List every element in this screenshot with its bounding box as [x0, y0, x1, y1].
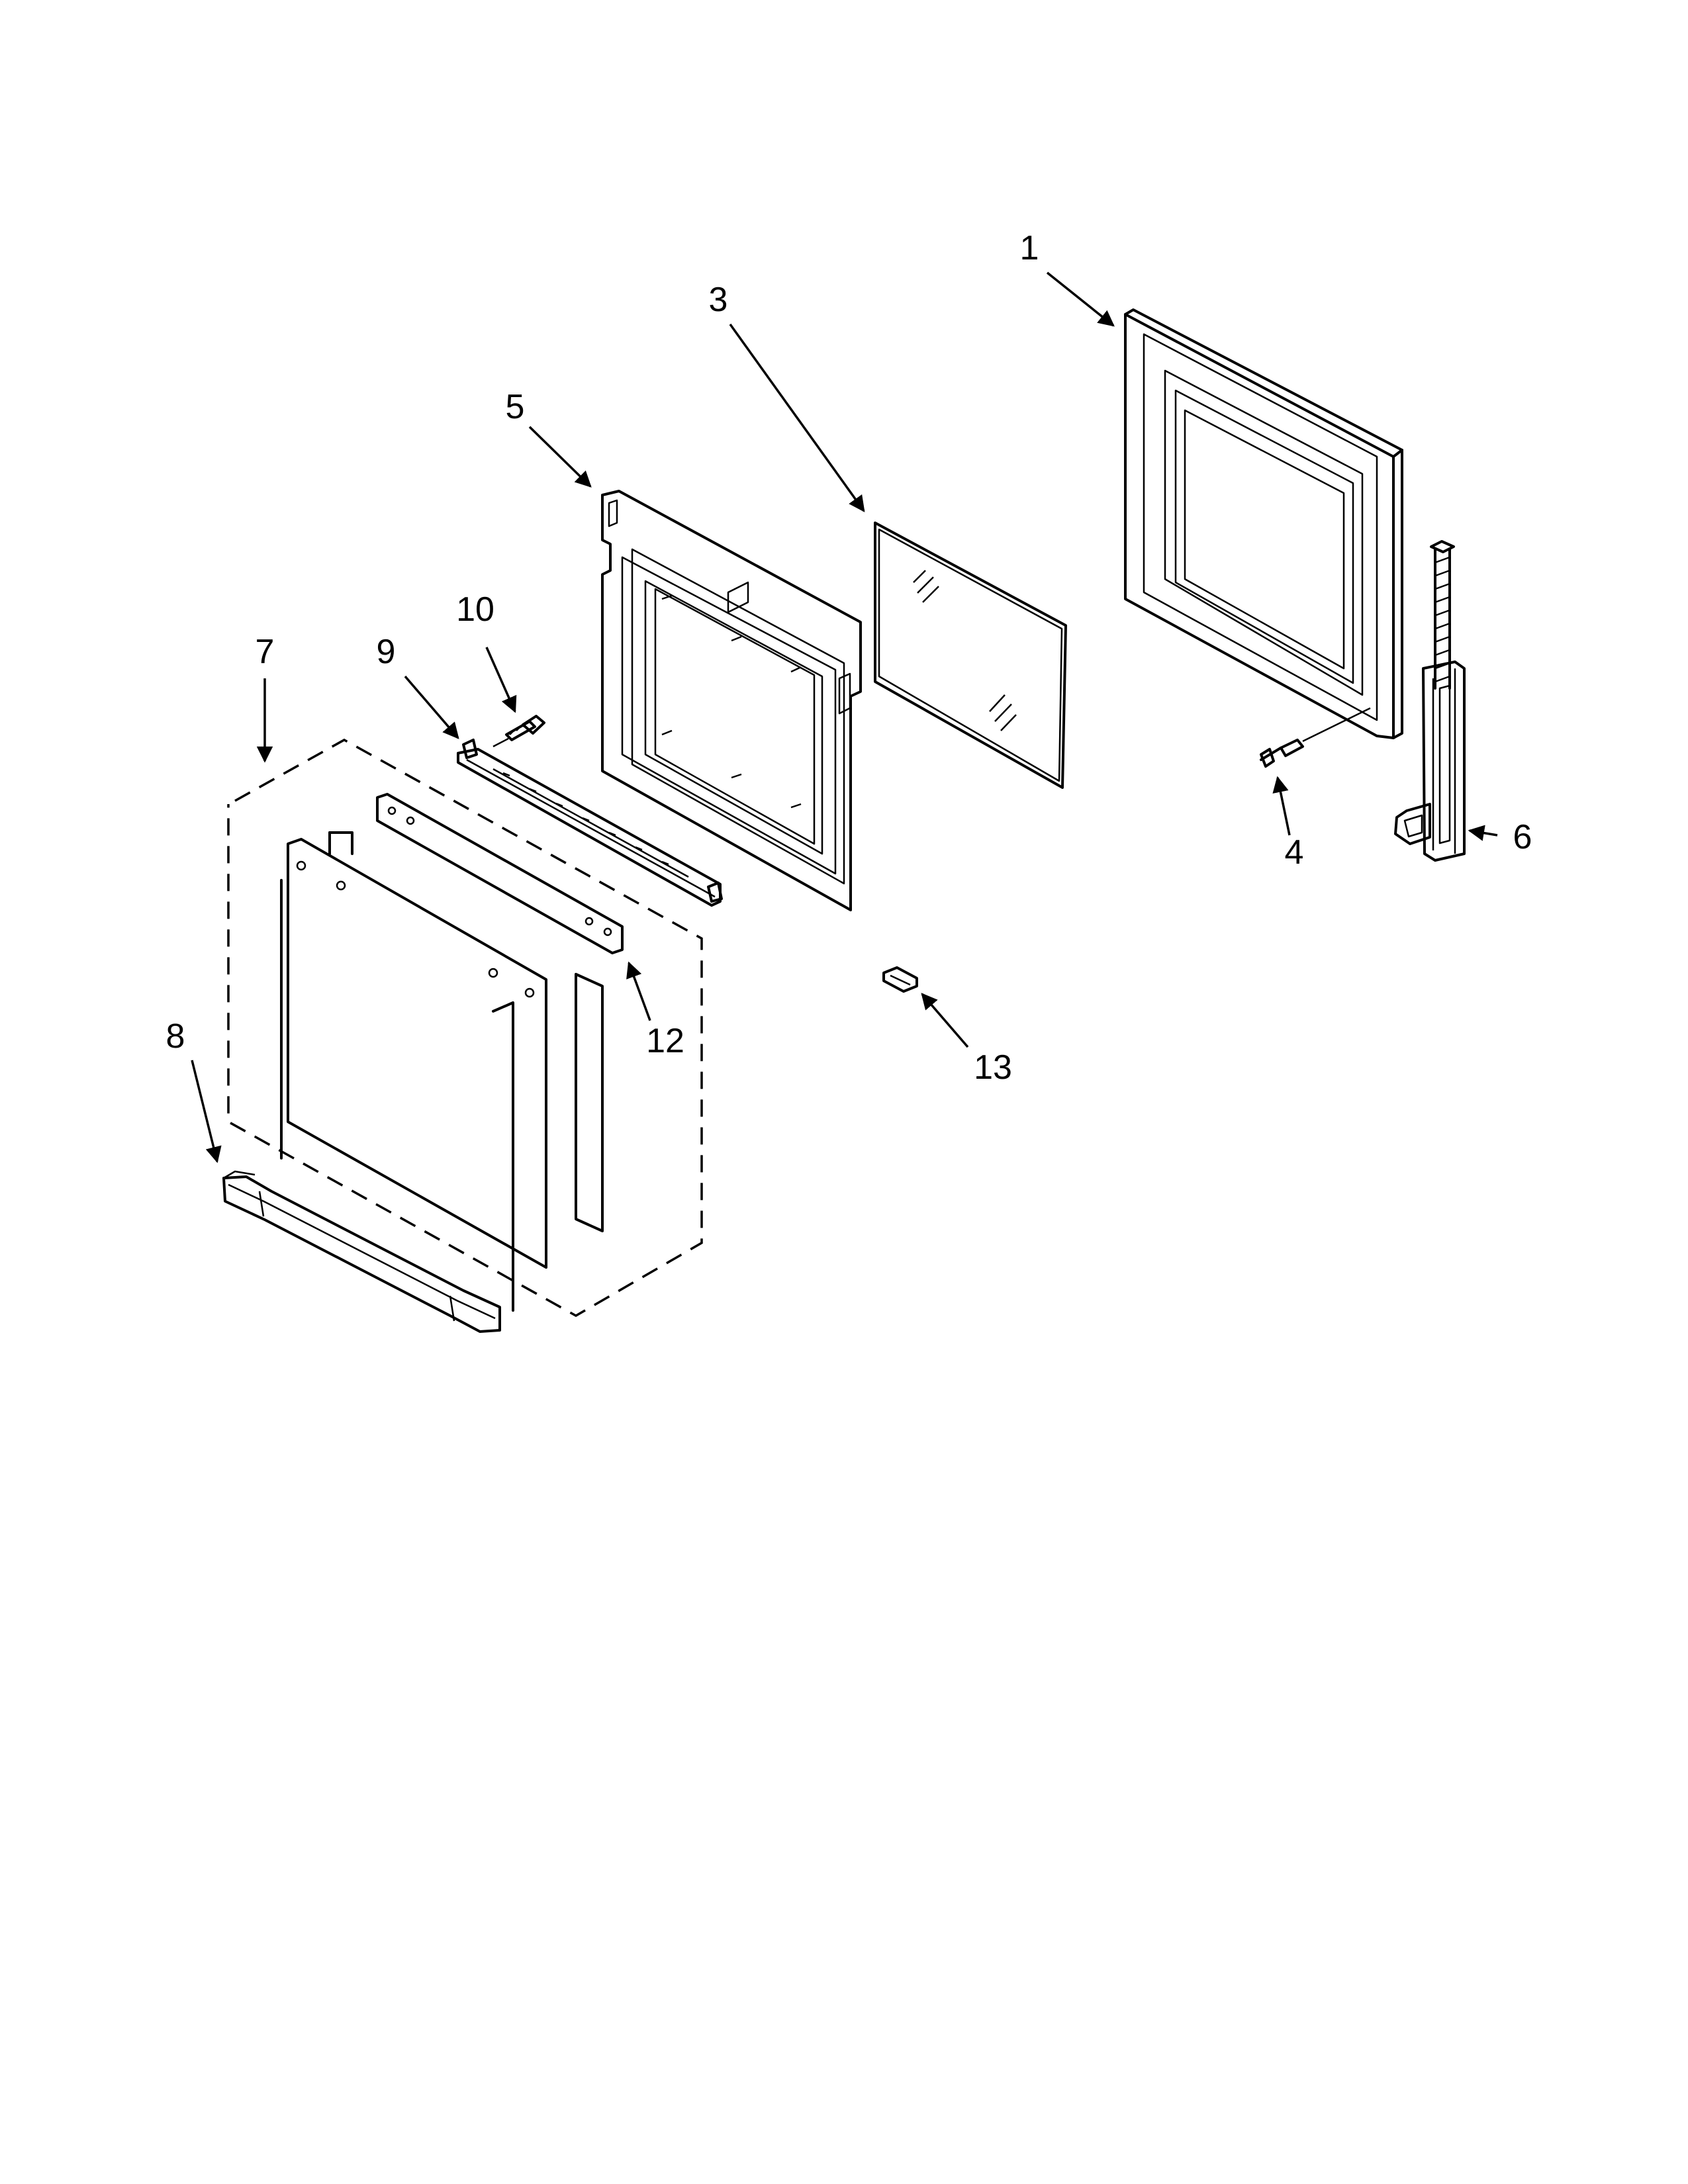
leader-6 — [1468, 825, 1498, 841]
leader-8 — [191, 1060, 222, 1163]
part-9-hinge-bracket — [457, 739, 723, 907]
outer-glass-panel — [280, 838, 547, 1312]
label-part-5: 5 — [506, 388, 525, 426]
part-13-clip — [882, 966, 918, 993]
part-1-outer-door-panel — [1124, 308, 1403, 739]
part-8-door-handle — [222, 1170, 501, 1333]
part-5-inner-door-frame — [601, 490, 862, 911]
leader-12 — [626, 961, 651, 1021]
label-part-4: 4 — [1285, 833, 1304, 872]
part-4-screw — [1260, 707, 1371, 768]
part-7-assembly-outline — [227, 738, 703, 1318]
label-part-10: 10 — [456, 590, 494, 629]
part-3-glass-pane — [874, 522, 1067, 789]
leader-4 — [1272, 776, 1291, 836]
label-part-12: 12 — [646, 1022, 684, 1060]
leader-10 — [485, 647, 517, 713]
label-part-8: 8 — [166, 1017, 185, 1056]
part-12-trim-strips — [328, 793, 624, 1232]
leader-3 — [729, 323, 865, 512]
label-part-9: 9 — [377, 633, 396, 671]
label-part-3: 3 — [709, 281, 728, 319]
leader-5 — [528, 426, 592, 488]
leader-lines — [191, 271, 1498, 1163]
label-part-13: 13 — [974, 1048, 1012, 1087]
part-6-hinge — [1394, 540, 1466, 862]
leader-9 — [404, 675, 459, 739]
label-part-6: 6 — [1513, 818, 1532, 856]
part-10-screw — [492, 715, 545, 748]
part-labels: 1 3 4 5 6 7 8 9 10 12 13 — [166, 229, 1532, 1087]
label-part-1: 1 — [1020, 229, 1039, 267]
leader-13 — [921, 993, 969, 1048]
label-part-7: 7 — [256, 633, 275, 671]
leader-1 — [1046, 271, 1115, 327]
